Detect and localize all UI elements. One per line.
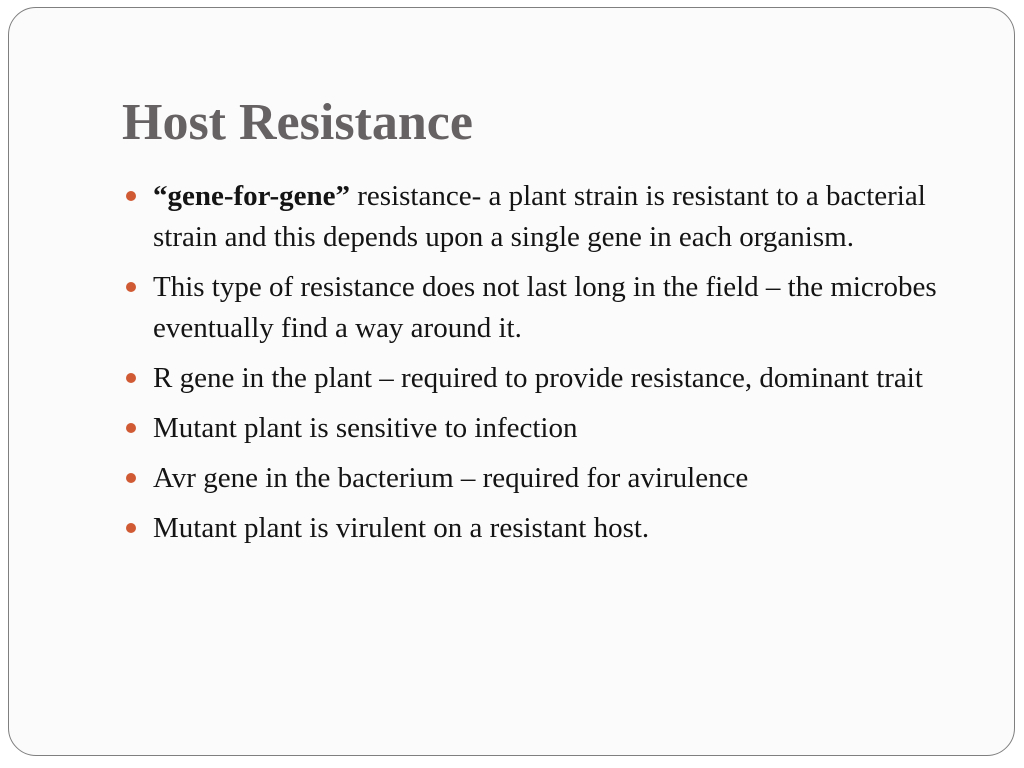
bullet-item-resistance-duration: This type of resistance does not last lo… [122,267,982,349]
bullet-bold-term: “gene-for-gene” [153,180,351,212]
bullet-icon [126,373,136,383]
bullet-text: Mutant plant is virulent on a resistant … [153,512,650,544]
bullet-item-mutant-sensitive: Mutant plant is sensitive to infection [122,408,982,449]
bullet-text: R gene in the plant – required to provid… [153,362,923,394]
slide-frame: Host Resistance “gene-for-gene” resistan… [8,7,1015,756]
bullet-icon [126,282,136,292]
bullet-icon [126,523,136,533]
bullet-icon [126,473,136,483]
bullet-text: This type of resistance does not last lo… [153,271,937,344]
bullet-icon [126,423,136,433]
bullet-text: resistance- a plant strain is resistant … [153,180,926,253]
bullet-text: Mutant plant is sensitive to infection [153,412,578,444]
slide-title: Host Resistance [122,94,473,151]
bullet-item-mutant-virulent: Mutant plant is virulent on a resistant … [122,508,982,549]
bullet-item-r-gene: R gene in the plant – required to provid… [122,358,982,399]
bullet-list: “gene-for-gene” resistance- a plant stra… [122,176,982,558]
bullet-item-avr-gene: Avr gene in the bacterium – required for… [122,458,982,499]
bullet-text: Avr gene in the bacterium – required for… [153,462,749,494]
bullet-item-gene-for-gene: “gene-for-gene” resistance- a plant stra… [122,176,982,258]
bullet-icon [126,191,136,201]
